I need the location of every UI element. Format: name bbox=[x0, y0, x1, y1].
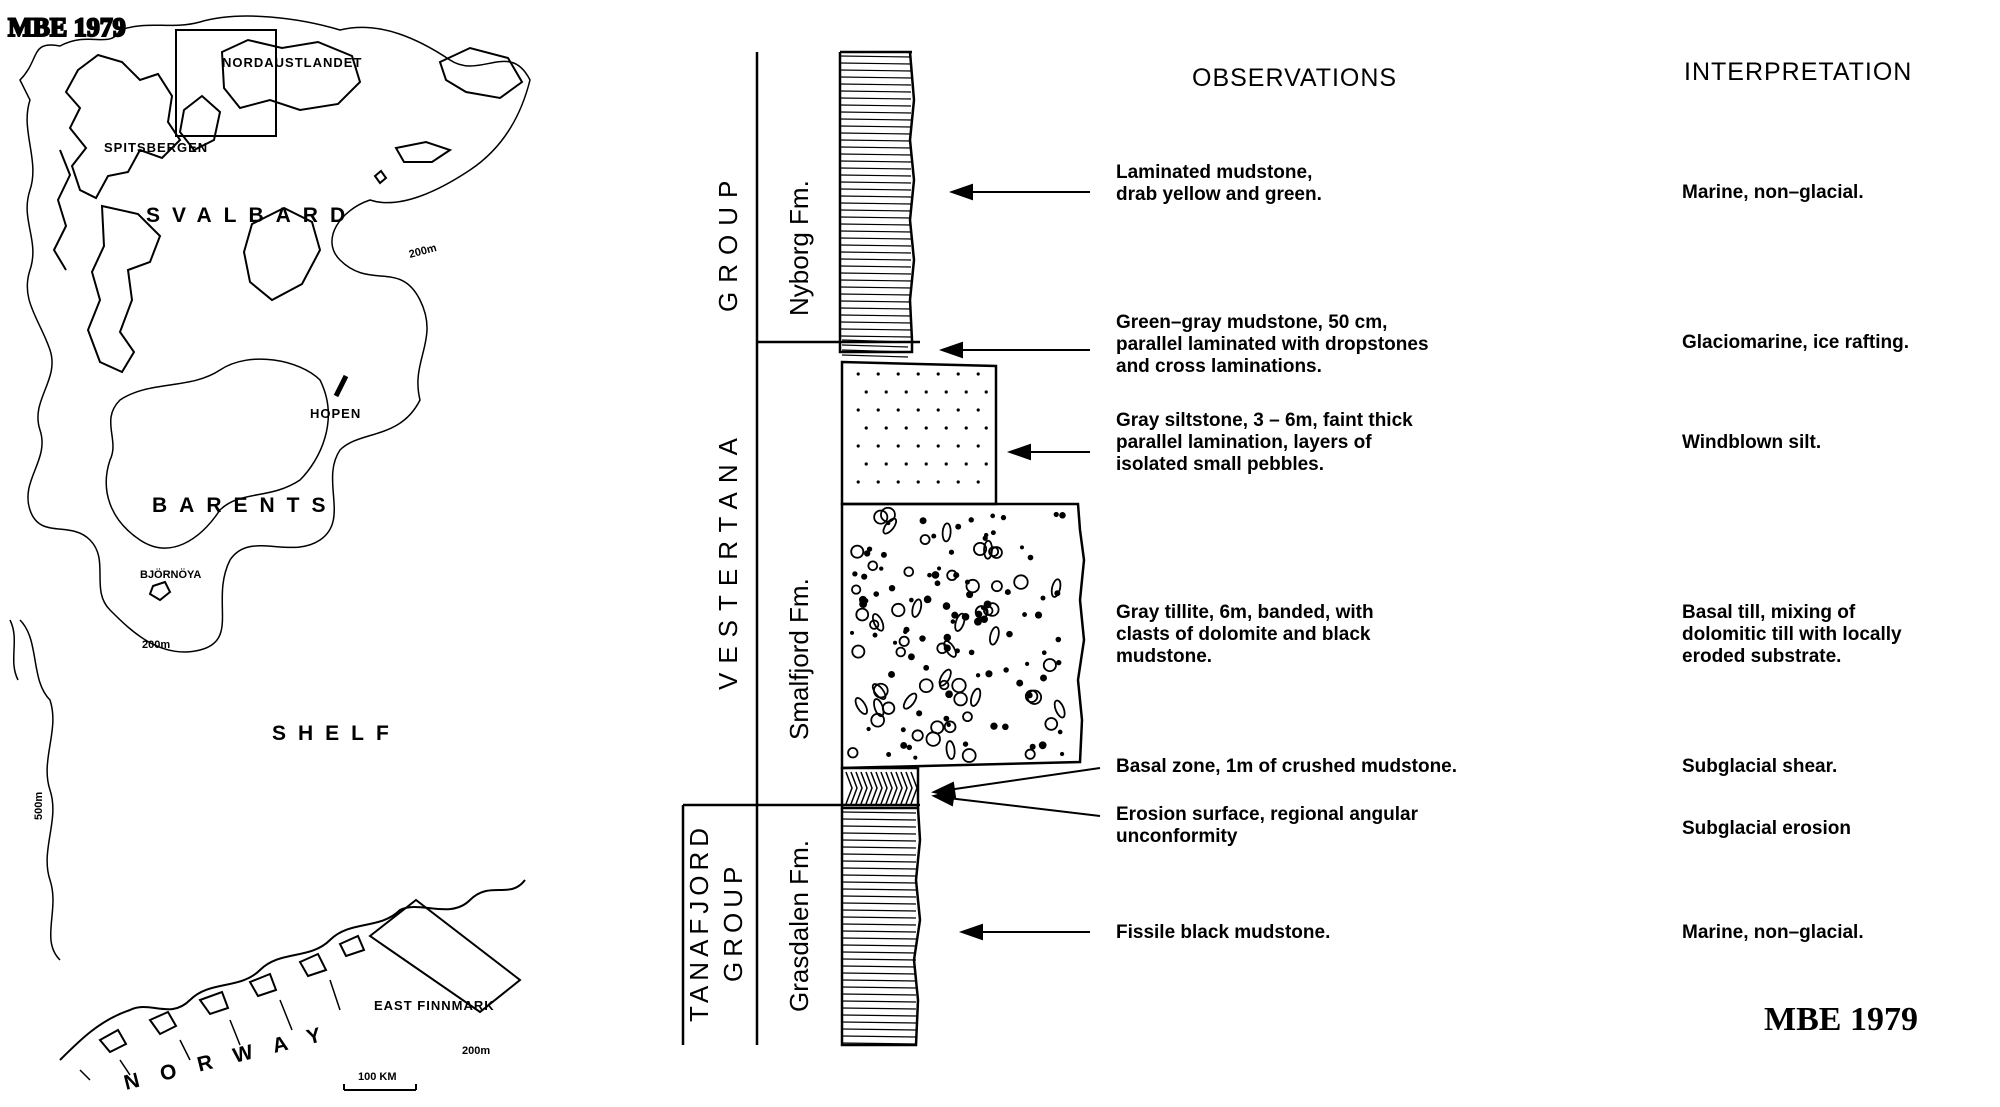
bjornoya-island bbox=[148, 580, 172, 602]
interpretation-line: Subglacial erosion bbox=[1682, 818, 1851, 839]
leader-erosion bbox=[947, 797, 1101, 817]
watermark-bottom: MBE 1979 bbox=[1764, 1001, 1918, 1038]
map-left-coast bbox=[9, 619, 19, 681]
interpretation-line: Basal till, mixing of bbox=[1682, 602, 1856, 623]
label-shelf: SHELF bbox=[272, 722, 401, 745]
spitsbergen-west-coast bbox=[52, 149, 72, 271]
interpretation-line: dolomitic till with locally bbox=[1682, 624, 1902, 645]
observations-list: Laminated mudstone,drab yellow and green… bbox=[1116, 162, 1457, 943]
arrowhead-green-gray bbox=[938, 341, 963, 359]
label-scale: 100 KM bbox=[358, 1071, 397, 1083]
header-observations: OBSERVATIONS bbox=[1192, 64, 1397, 92]
interpretation-list: Marine, non–glacial. Glaciomarine, ice ra… bbox=[1682, 182, 1909, 943]
interpretation-line: Marine, non–glacial. bbox=[1682, 922, 1864, 943]
label-nordaustlandet: NORDAUSTLANDET bbox=[222, 55, 362, 70]
label-grasdalen-fm: Grasdalen Fm. bbox=[784, 840, 814, 1012]
spitsbergen-south bbox=[86, 204, 162, 374]
interpretation-line: Subglacial shear. bbox=[1682, 756, 1837, 777]
contour-200m-inner bbox=[105, 358, 329, 549]
map-panel: MBE 1979 bbox=[7, 12, 531, 1091]
kong-karls-land bbox=[394, 140, 453, 163]
observation-line: parallel laminated with dropstones bbox=[1116, 334, 1429, 355]
observation-line: unconformity bbox=[1116, 826, 1238, 847]
barentsoya-island bbox=[178, 94, 222, 152]
nordaustlandet-index-box bbox=[175, 29, 277, 137]
label-group-lower: GROUP bbox=[718, 862, 748, 982]
observation-line: isolated small pebbles. bbox=[1116, 454, 1324, 475]
label-vestertana: VESTERTANA bbox=[713, 429, 743, 690]
observation-line: Gray tillite, 6m, banded, with bbox=[1116, 602, 1374, 623]
label-bjornoya: BJÖRNÖYA bbox=[140, 568, 201, 581]
label-east-finnmark: EAST FINNMARK bbox=[374, 998, 495, 1013]
hopen-island bbox=[333, 374, 349, 398]
lithology-basal-zone bbox=[840, 766, 920, 810]
lithology-tillite bbox=[840, 502, 1086, 770]
norway-fjords bbox=[79, 979, 341, 1081]
observation-line: Erosion surface, regional angular bbox=[1116, 804, 1419, 825]
contour-500m bbox=[19, 619, 61, 961]
lithology-grasdalen-mudstone bbox=[840, 807, 922, 1047]
contour-200m-svalbard bbox=[19, 15, 531, 653]
interpretation-line: Glaciomarine, ice rafting. bbox=[1682, 332, 1909, 353]
observation-line: Laminated mudstone, bbox=[1116, 162, 1312, 183]
norway-islands bbox=[98, 934, 366, 1054]
observation-line: Fissile black mudstone. bbox=[1116, 922, 1330, 943]
label-hopen: HOPEN bbox=[310, 406, 361, 421]
lithology-green-gray-mudstone bbox=[841, 339, 909, 358]
leader-basal-zone bbox=[947, 767, 1101, 791]
lithology-column bbox=[838, 50, 1086, 1047]
nordaustlandet-island bbox=[220, 38, 362, 112]
arrowhead-siltstone bbox=[1006, 443, 1031, 461]
spitsbergen-island bbox=[64, 53, 182, 200]
arrowhead-grasdalen bbox=[958, 923, 983, 941]
scale-bar bbox=[343, 1084, 417, 1091]
label-smalfjord-fm: Smalfjord Fm. bbox=[784, 578, 814, 740]
label-contour-500m: 500m bbox=[33, 792, 45, 820]
lithology-siltstone bbox=[840, 360, 998, 506]
kvitoya-island bbox=[438, 46, 524, 100]
label-contour-200m-c: 200m bbox=[462, 1045, 490, 1057]
label-spitsbergen: SPITSBERGEN bbox=[104, 140, 208, 155]
observation-line: clasts of dolomite and black bbox=[1116, 624, 1371, 645]
label-tanafjord: TANAFJORD bbox=[684, 823, 714, 1022]
small-islet bbox=[373, 169, 388, 185]
interpretation-line: Windblown silt. bbox=[1682, 432, 1821, 453]
norway-coast bbox=[59, 879, 526, 1061]
observation-arrows bbox=[931, 183, 1101, 941]
label-contour-200m-b: 200m bbox=[142, 639, 170, 651]
observation-line: drab yellow and green. bbox=[1116, 184, 1322, 205]
label-contour-200m-a: 200m bbox=[408, 242, 438, 261]
observation-line: Green–gray mudstone, 50 cm, bbox=[1116, 312, 1387, 333]
observation-line: mudstone. bbox=[1116, 646, 1212, 667]
label-barents: BARENTS bbox=[152, 494, 338, 517]
interpretation-line: eroded substrate. bbox=[1682, 646, 1841, 667]
observation-line: Gray siltstone, 3 – 6m, faint thick bbox=[1116, 410, 1413, 431]
unit-frame bbox=[681, 52, 920, 1045]
interpretation-line: Marine, non–glacial. bbox=[1682, 182, 1864, 203]
header-interpretation: INTERPRETATION bbox=[1684, 58, 1912, 86]
edgeoya-island bbox=[242, 206, 322, 302]
observation-line: Basal zone, 1m of crushed mudstone. bbox=[1116, 756, 1457, 777]
lithology-nyborg-mudstone bbox=[838, 50, 916, 354]
observation-line: parallel lamination, layers of bbox=[1116, 432, 1372, 453]
label-nyborg-fm: Nyborg Fm. bbox=[784, 180, 814, 316]
label-svalbard: SVALBARD bbox=[146, 204, 357, 227]
observation-line: and cross laminations. bbox=[1116, 356, 1322, 377]
east-finnmark-index-box bbox=[368, 898, 522, 1014]
watermark-top: MBE 1979 bbox=[8, 13, 126, 42]
arrowhead-nyborg bbox=[948, 183, 973, 201]
label-group-upper: GROUP bbox=[713, 172, 743, 312]
arrowhead-erosion bbox=[931, 789, 956, 807]
